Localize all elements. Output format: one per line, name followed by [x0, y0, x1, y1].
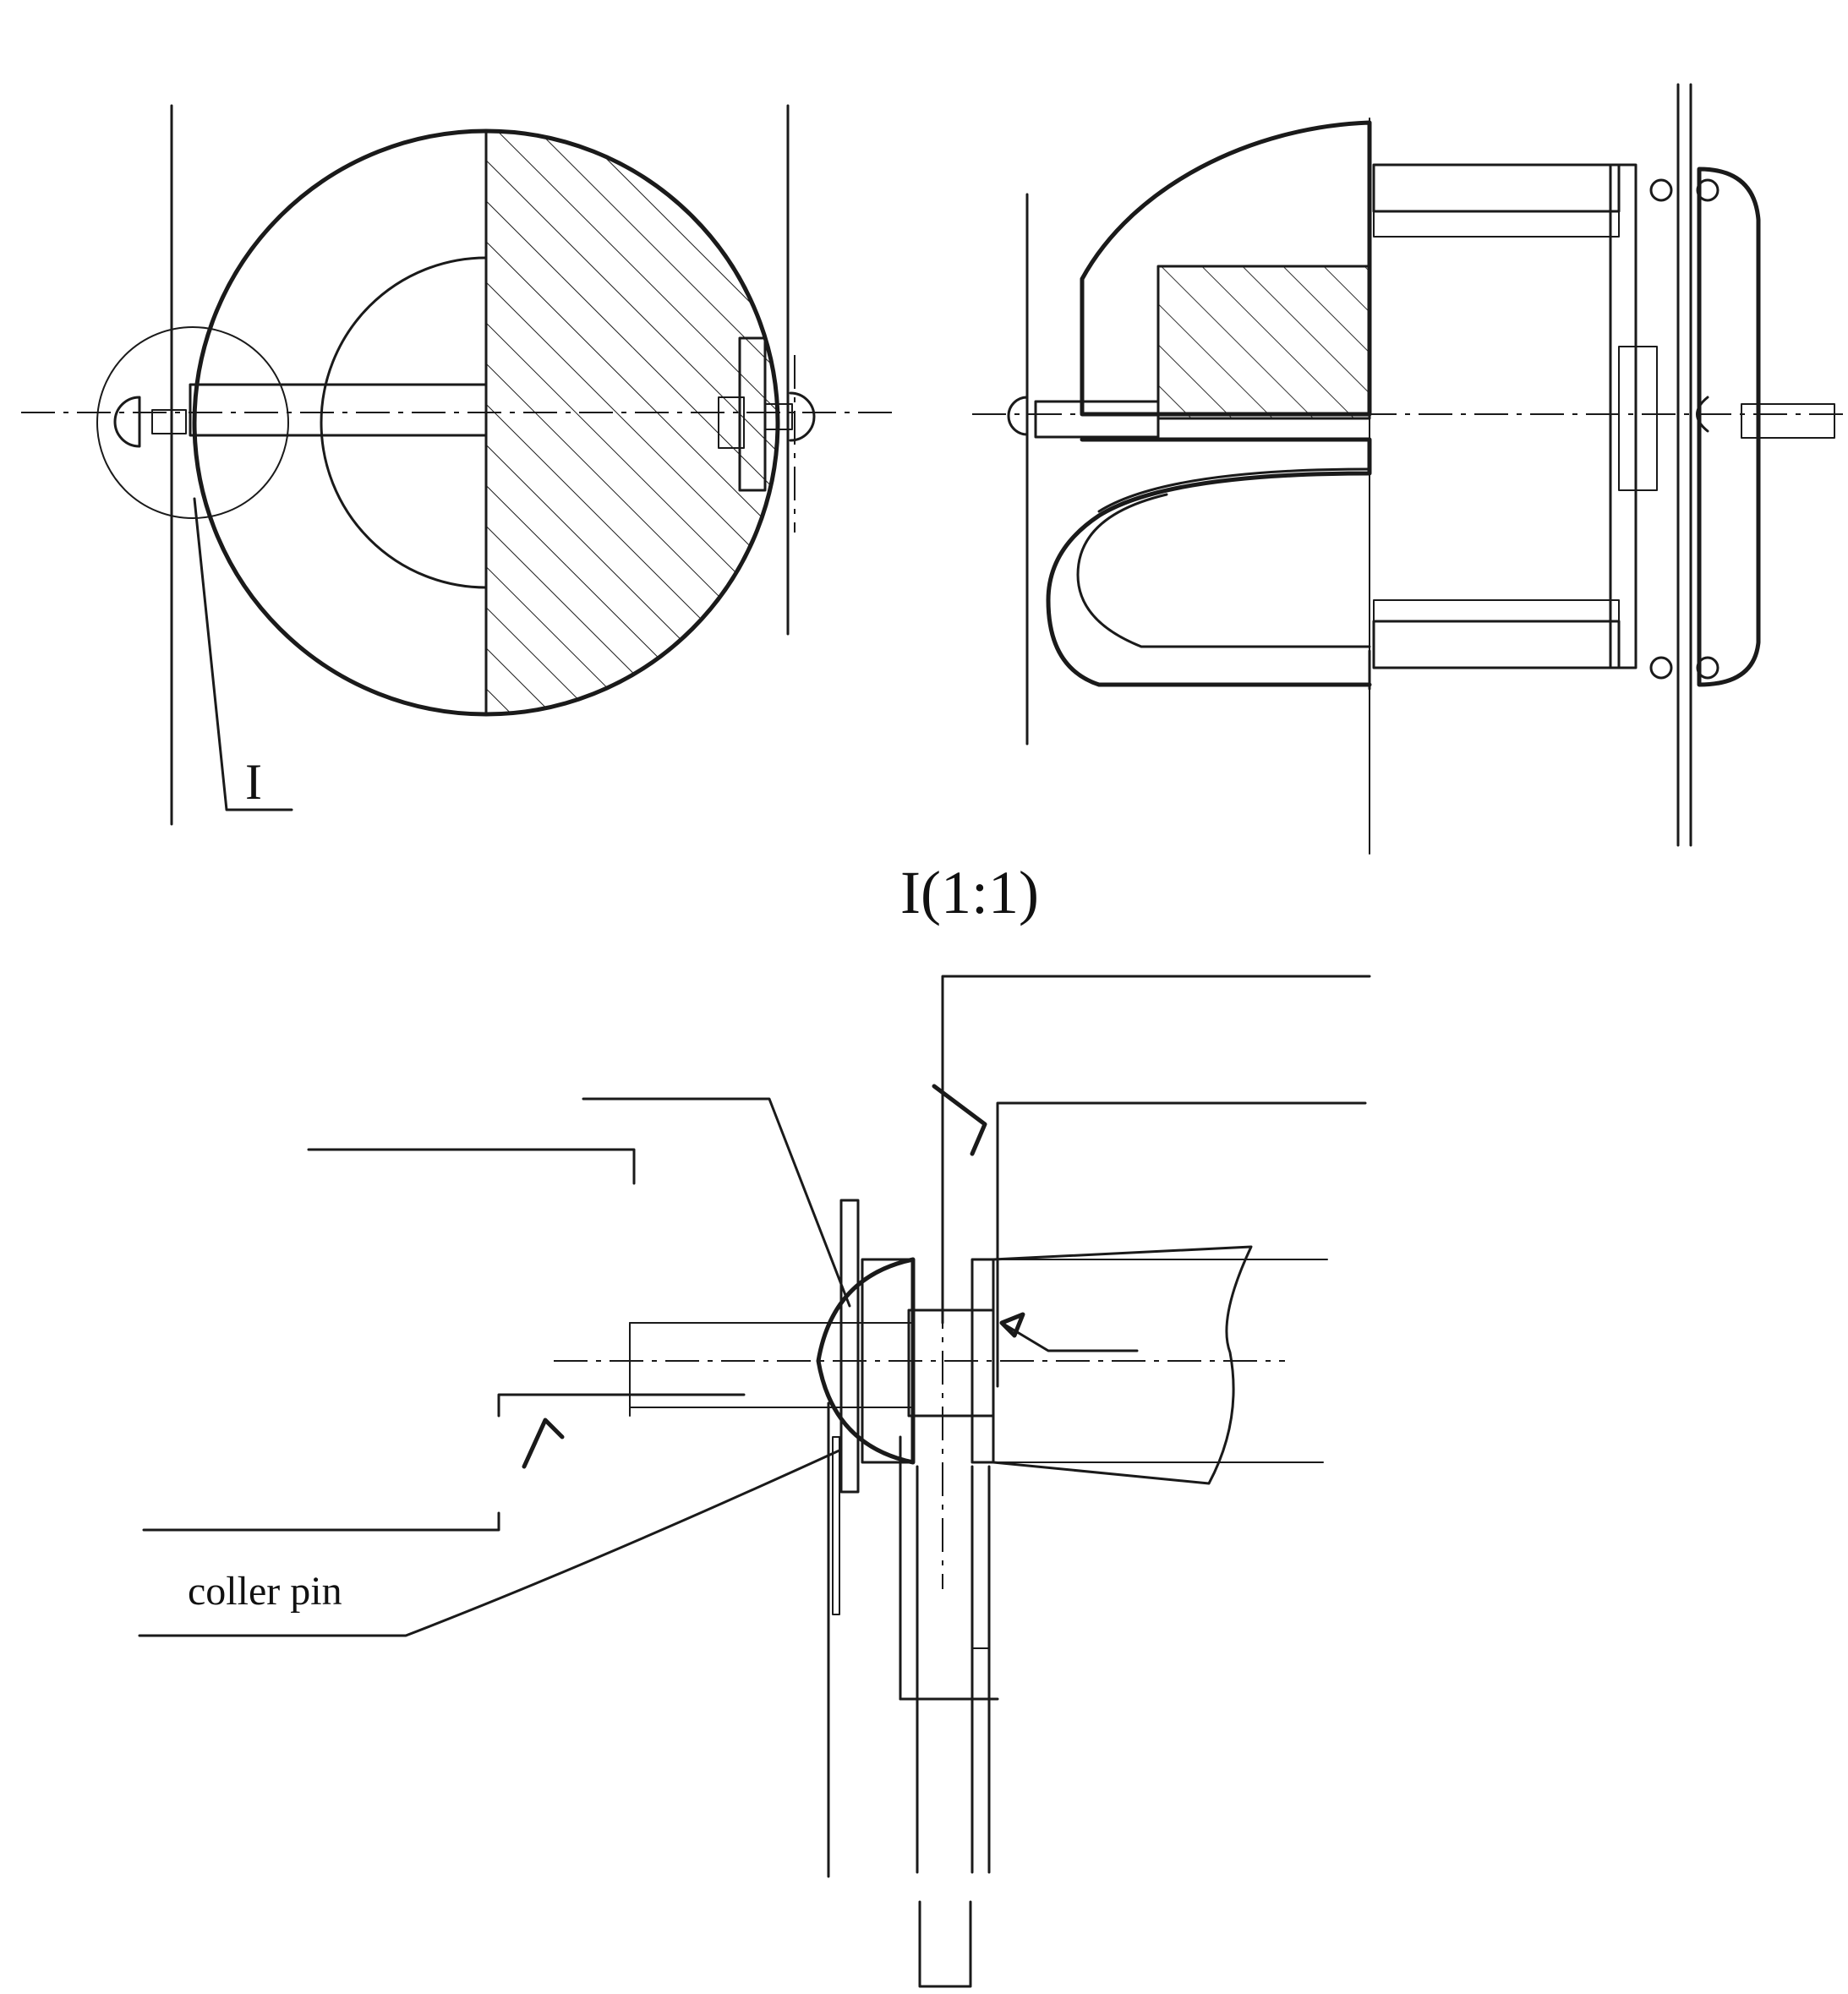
callout-label: coller pin [188, 1569, 342, 1614]
detail-bolt-head [816, 1257, 916, 1465]
front-section-view: I [21, 104, 896, 826]
dome-body [1080, 120, 1372, 417]
detail-i-circle [96, 326, 289, 519]
detail-title: I(1:1) [900, 859, 1039, 926]
section-mark-label: I [245, 754, 262, 810]
detail-pin [907, 1308, 995, 1418]
side-section-view [972, 83, 1843, 855]
detail-i-view: coller pin [138, 975, 1371, 1988]
